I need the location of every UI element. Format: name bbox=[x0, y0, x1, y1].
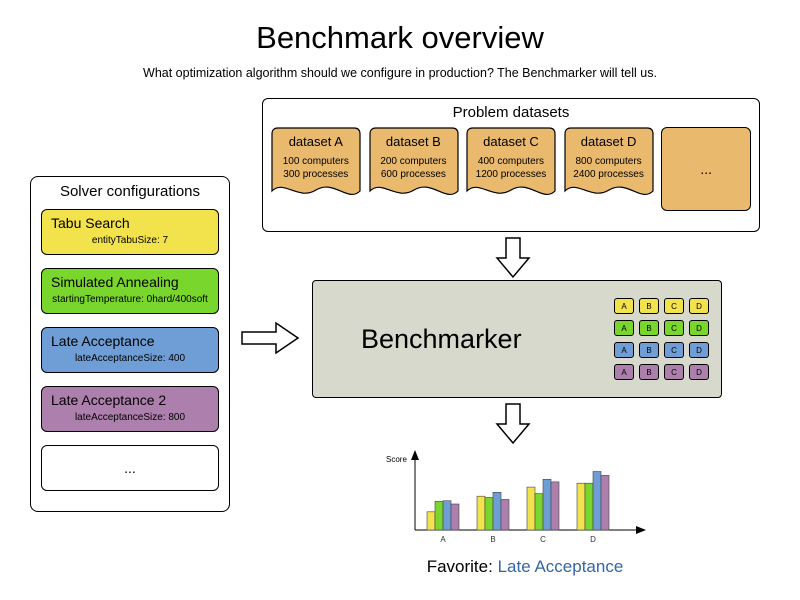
solver-name: Late Acceptance 2 bbox=[51, 392, 167, 408]
benchmark-cell: C bbox=[664, 298, 684, 314]
problem-datasets-box: Problem datasets dataset A 100 computers 3… bbox=[262, 98, 760, 232]
dataset-name: dataset B bbox=[385, 134, 441, 149]
bar bbox=[426, 511, 436, 531]
x-tick-label: D bbox=[590, 535, 596, 544]
dataset-text: dataset D 800 computers 2400 processes bbox=[564, 127, 654, 181]
benchmark-cell: C bbox=[664, 364, 684, 380]
arrow-down-chart-icon bbox=[495, 403, 531, 445]
solver-name: Simulated Annealing bbox=[51, 274, 179, 290]
y-axis-label: Score bbox=[386, 455, 407, 464]
favorite-line: Favorite: Late Acceptance bbox=[385, 557, 665, 577]
x-tick-label: A bbox=[440, 535, 446, 544]
solver-card: Late Acceptance lateAcceptanceSize: 400 bbox=[41, 327, 219, 373]
benchmark-cell: A bbox=[614, 298, 634, 314]
dataset-card-more: ... bbox=[661, 127, 751, 211]
benchmarker-label: Benchmarker bbox=[361, 323, 522, 354]
dataset-processes: 600 processes bbox=[380, 169, 446, 180]
dataset-name: dataset A bbox=[288, 134, 343, 149]
solver-configurations-box: Solver configurations Tabu Search entityT… bbox=[30, 176, 230, 512]
arrow-down-datasets-icon bbox=[495, 237, 531, 279]
solver-card: ... bbox=[41, 445, 219, 491]
solver-card: Simulated Annealing startingTemperature: … bbox=[41, 268, 219, 314]
solver-name: Tabu Search bbox=[51, 215, 130, 231]
solver-config-list: Tabu Search entityTabuSize: 7 Simulated An… bbox=[31, 209, 229, 491]
dataset-computers: 100 computers bbox=[282, 156, 349, 167]
bar bbox=[492, 491, 502, 531]
solver-param: lateAcceptanceSize: 800 bbox=[74, 412, 186, 423]
x-tick-label: B bbox=[490, 535, 495, 544]
benchmark-cell: A bbox=[614, 364, 634, 380]
solver-param: entityTabuSize: 7 bbox=[91, 235, 169, 246]
dataset-processes: 1200 processes bbox=[475, 169, 547, 180]
page-title: Benchmark overview bbox=[256, 20, 544, 55]
arrow-right-icon bbox=[241, 321, 300, 355]
benchmark-cell: B bbox=[639, 298, 659, 314]
bar bbox=[576, 482, 586, 531]
dataset-name: dataset D bbox=[580, 134, 637, 149]
bar bbox=[592, 471, 602, 531]
bar bbox=[526, 486, 536, 531]
bar bbox=[450, 503, 460, 531]
benchmark-cell: C bbox=[664, 342, 684, 358]
dataset-more-label: ... bbox=[700, 161, 713, 177]
solver-param: startingTemperature: 0hard/400soft bbox=[52, 294, 208, 305]
y-axis-arrowhead bbox=[411, 450, 419, 460]
dataset-text: dataset B 200 computers 600 processes bbox=[369, 127, 459, 181]
page-subtitle: What optimization algorithm should we co… bbox=[143, 66, 657, 80]
solver-param: lateAcceptanceSize: 400 bbox=[74, 353, 186, 364]
dataset-processes: 2400 processes bbox=[573, 169, 644, 180]
dataset-computers: 800 computers bbox=[575, 156, 642, 167]
problem-datasets-title: Problem datasets bbox=[452, 104, 570, 121]
bar bbox=[500, 499, 510, 531]
dataset-card-shape bbox=[466, 127, 556, 196]
favorite-value: Late Acceptance bbox=[497, 557, 624, 576]
dataset-card: dataset D 800 computers 2400 processes bbox=[564, 127, 654, 209]
dataset-card-shape bbox=[564, 127, 654, 196]
bar bbox=[550, 481, 560, 531]
bar bbox=[434, 501, 444, 531]
dataset-card-shape bbox=[368, 127, 459, 196]
benchmark-cell: B bbox=[639, 364, 659, 380]
benchmark-cell: A bbox=[614, 342, 634, 358]
bar bbox=[534, 493, 544, 531]
bar bbox=[584, 482, 594, 531]
x-axis-arrowhead bbox=[636, 526, 646, 534]
dataset-card: dataset A 100 computers 300 processes bbox=[271, 127, 361, 209]
solver-card: Late Acceptance 2 lateAcceptanceSize: 800 bbox=[41, 386, 219, 432]
dataset-computers: 400 computers bbox=[477, 156, 545, 167]
dataset-card: dataset C 400 computers 1200 processes bbox=[466, 127, 556, 209]
solver-configurations-title: Solver configurations bbox=[59, 183, 201, 200]
solver-card: Tabu Search entityTabuSize: 7 bbox=[41, 209, 219, 255]
bar bbox=[600, 475, 610, 531]
benchmark-cell: A bbox=[614, 320, 634, 336]
bar bbox=[542, 478, 552, 531]
solver-name: Late Acceptance bbox=[51, 333, 155, 349]
benchmark-cell: D bbox=[689, 364, 709, 380]
favorite-label: Favorite: bbox=[426, 557, 493, 576]
benchmark-cell: D bbox=[689, 320, 709, 336]
benchmark-cell: B bbox=[639, 342, 659, 358]
bar bbox=[442, 500, 452, 531]
dataset-name: dataset C bbox=[483, 134, 539, 149]
benchmark-cell: D bbox=[689, 298, 709, 314]
bar bbox=[484, 497, 494, 531]
dataset-text: dataset C 400 computers 1200 processes bbox=[466, 127, 556, 181]
benchmark-cell: C bbox=[664, 320, 684, 336]
dataset-card-shape bbox=[271, 127, 361, 196]
benchmark-cell: B bbox=[639, 320, 659, 336]
benchmark-cell: D bbox=[689, 342, 709, 358]
dataset-text: dataset A 100 computers 300 processes bbox=[271, 127, 361, 181]
x-tick-label: C bbox=[540, 535, 546, 544]
dataset-computers: 200 computers bbox=[380, 156, 447, 167]
bar bbox=[476, 495, 486, 531]
dataset-card: dataset B 200 computers 600 processes bbox=[368, 127, 459, 209]
dataset-processes: 300 processes bbox=[283, 169, 349, 180]
solver-more-label: ... bbox=[124, 460, 136, 476]
